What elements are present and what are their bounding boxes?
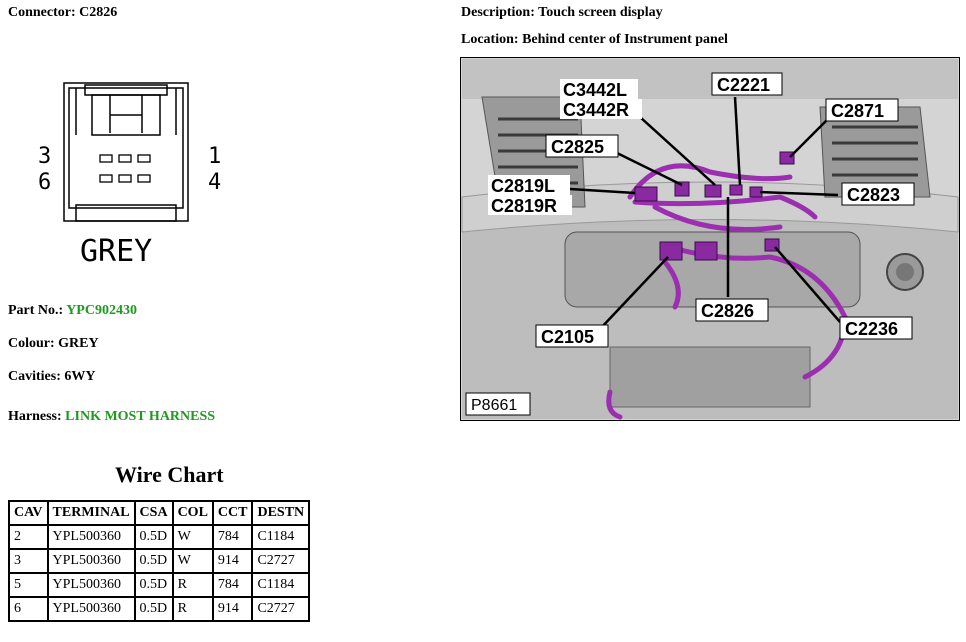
harness-line: Harness: LINK MOST HARNESS xyxy=(8,409,216,424)
terminal-cavities xyxy=(99,154,151,183)
connector-id: C2826 xyxy=(79,5,118,20)
pin-4-label: 4 xyxy=(208,170,221,195)
wire-chart-title: Wire Chart xyxy=(115,462,224,487)
connector-inner-wall xyxy=(68,87,184,209)
callout-c2826: C2826 xyxy=(701,301,754,321)
figure-id-box xyxy=(465,392,531,416)
table-row: 5 YPL500360 0.5D R 784 C1184 xyxy=(8,572,311,598)
connector-outline xyxy=(63,82,189,222)
callout-labels: C3442L C3442R C2221 C2871 C2825 C2819L C… xyxy=(488,72,915,348)
callout-leaders xyxy=(569,96,841,330)
cavities-line: Cavities: 6WY xyxy=(8,369,96,384)
callout-c3442r: C3442R xyxy=(563,100,629,120)
callout-c3442l: C3442L xyxy=(563,80,627,100)
callout-c2819l: C2819L xyxy=(491,176,555,196)
header-col: COL xyxy=(171,500,214,526)
table-row: 2 YPL500360 0.5D W 784 C1184 xyxy=(8,524,311,550)
pin-3-label: 3 xyxy=(38,144,51,169)
latch-body xyxy=(91,94,161,136)
table-row: 3 YPL500360 0.5D W 914 C2727 xyxy=(8,548,311,574)
callout-c2221: C2221 xyxy=(717,75,770,95)
location-line: Location: Behind center of Instrument pa… xyxy=(461,32,728,47)
header-destn: DESTN xyxy=(251,500,311,526)
callout-c2105: C2105 xyxy=(541,327,594,347)
pin-6-label: 6 xyxy=(38,170,51,195)
header-cav: CAV xyxy=(8,500,49,526)
latch-top xyxy=(84,84,168,96)
callout-c2819r: C2819R xyxy=(491,196,557,216)
harness-link[interactable]: LINK MOST HARNESS xyxy=(65,409,216,424)
callout-c2871: C2871 xyxy=(831,101,884,121)
header-terminal: TERMINAL xyxy=(46,500,136,526)
colour-caption: GREY xyxy=(80,234,152,269)
callout-c2825: C2825 xyxy=(551,137,604,157)
connector-base xyxy=(75,204,177,222)
table-row: 6 YPL500360 0.5D R 914 C2727 xyxy=(8,596,311,622)
wire-chart-table: CAV TERMINAL CSA COL CCT DESTN 2 YPL5003… xyxy=(8,500,311,622)
callout-c2236: C2236 xyxy=(845,319,898,339)
figure-id: P8661 xyxy=(471,397,517,414)
colour-line: Colour: GREY xyxy=(8,336,99,351)
callout-c2823: C2823 xyxy=(847,185,900,205)
part-number-link[interactable]: YPC902430 xyxy=(66,303,137,318)
connector-face-diagram: 3 6 1 4 GREY xyxy=(38,82,221,269)
table-header-row: CAV TERMINAL CSA COL CCT DESTN xyxy=(8,500,311,526)
header-cct: CCT xyxy=(211,500,254,526)
connector-heading: Connector: C2826 xyxy=(8,5,118,20)
pin-1-label: 1 xyxy=(208,144,221,169)
part-number-line: Part No.: YPC902430 xyxy=(8,303,137,318)
location-photo: C3442L C3442R C2221 C2871 C2825 C2819L C… xyxy=(460,57,960,421)
header-csa: CSA xyxy=(133,500,174,526)
description-line: Description: Touch screen display xyxy=(461,5,663,20)
